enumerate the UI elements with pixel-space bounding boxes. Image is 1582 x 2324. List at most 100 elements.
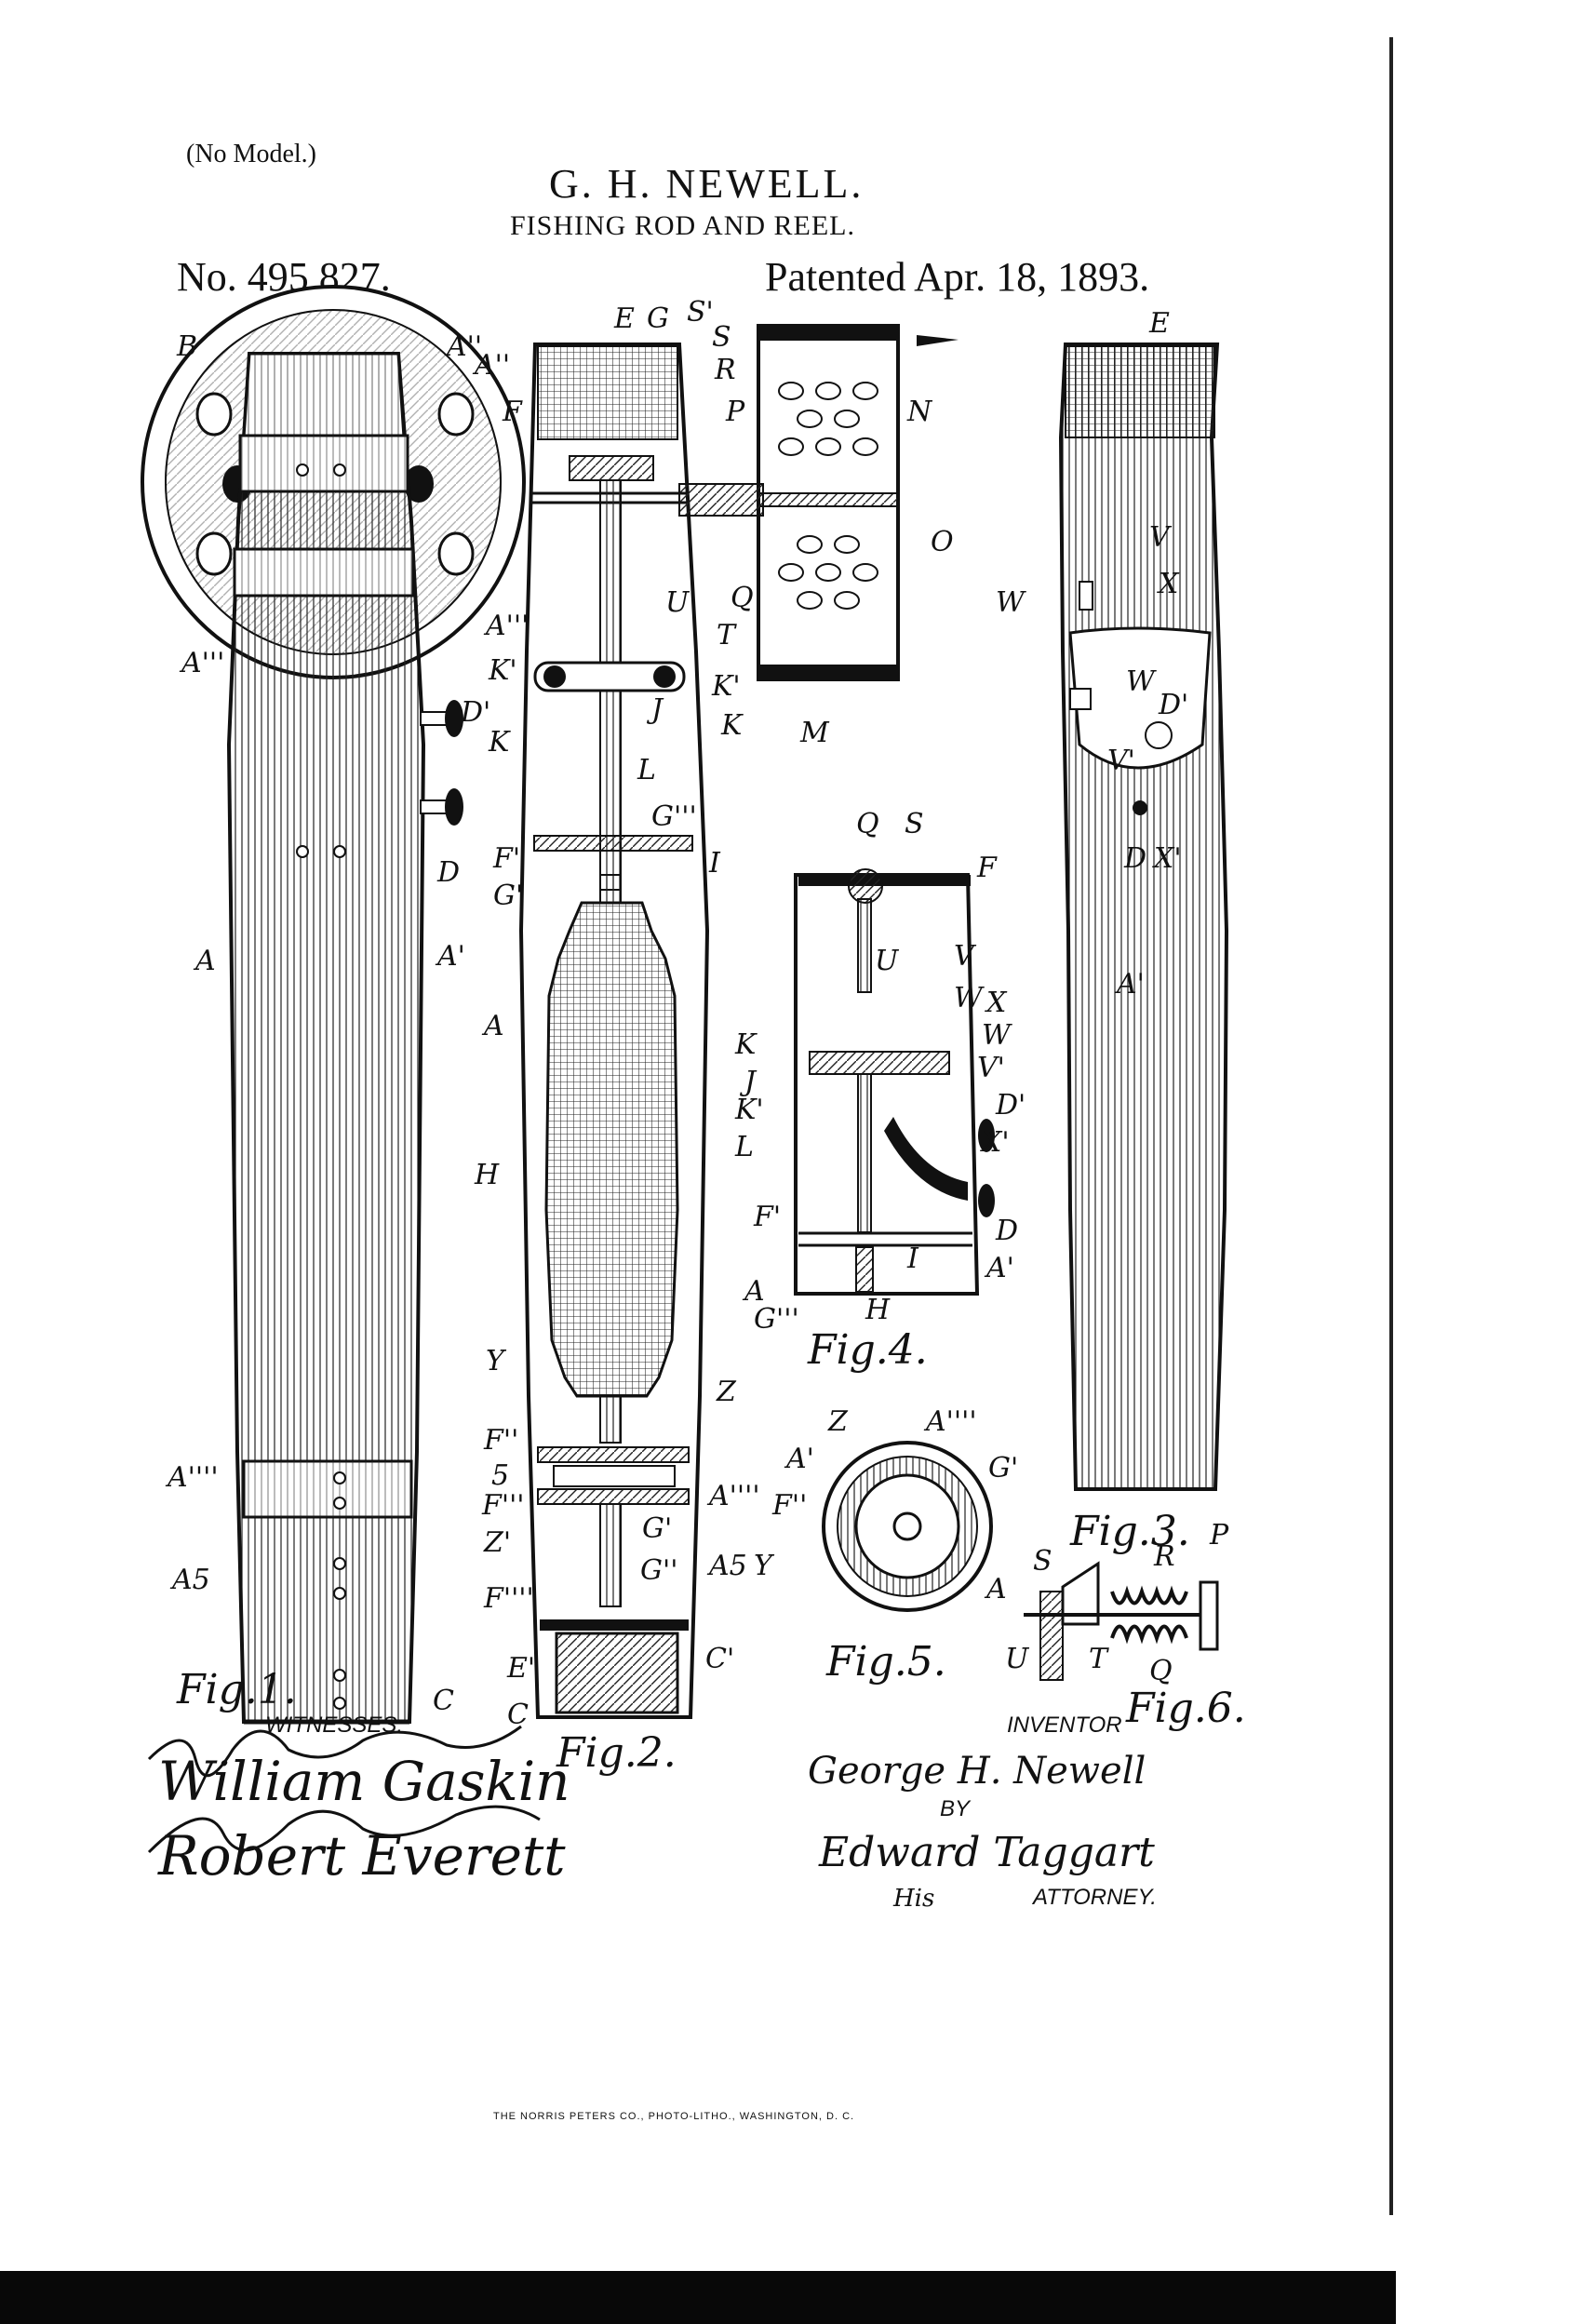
- figure-4-section: [794, 868, 995, 1296]
- ref-label: I: [709, 847, 720, 880]
- ref-label: C': [705, 1643, 735, 1675]
- ref-label: J: [651, 693, 664, 726]
- ref-label: E: [1149, 307, 1170, 340]
- ref-label: X: [986, 987, 1007, 1019]
- ref-label: E': [507, 1652, 536, 1685]
- ref-label: F''': [482, 1489, 525, 1522]
- ref-label: U: [1005, 1643, 1029, 1675]
- ref-label: K: [721, 709, 743, 742]
- ref-label: D': [461, 696, 491, 729]
- attorney-signature: Edward Taggart: [819, 1829, 1155, 1876]
- ref-label: F': [754, 1201, 782, 1233]
- ref-label: K: [489, 726, 510, 759]
- witness-signature-2: Robert Everett: [158, 1824, 566, 1887]
- ref-label: O: [931, 526, 954, 558]
- ref-label: H: [865, 1294, 891, 1326]
- ref-label: K': [712, 670, 741, 703]
- ref-label: A'''': [168, 1461, 219, 1494]
- ref-label: A''': [486, 610, 530, 642]
- scan-bottom-edge: [0, 2271, 1396, 2324]
- ref-label: I: [907, 1243, 918, 1275]
- ref-label: U: [875, 945, 899, 977]
- ref-label: H: [475, 1159, 500, 1191]
- ref-label: K: [735, 1028, 757, 1061]
- ref-label: F: [503, 396, 522, 428]
- ref-label: A'': [475, 349, 511, 382]
- ref-label: A''': [181, 647, 225, 679]
- ref-label: W: [982, 1019, 1011, 1052]
- figure-5-cross-section: [822, 1441, 993, 1612]
- ref-label: A': [1117, 968, 1145, 1001]
- ref-label: S: [712, 321, 731, 354]
- ref-label: G''': [754, 1303, 799, 1336]
- ref-label: F: [977, 852, 997, 884]
- ref-label: P: [1210, 1519, 1229, 1552]
- ref-label: Z': [484, 1526, 512, 1559]
- ref-label: A5: [709, 1550, 747, 1582]
- ref-label: J: [744, 1066, 757, 1098]
- page-edge-line: [1389, 37, 1393, 2215]
- ref-label: F'': [772, 1489, 808, 1522]
- figure-1-rod-exterior: [141, 285, 526, 1725]
- ref-label: B: [177, 330, 198, 363]
- ref-label: C: [507, 1699, 529, 1731]
- figure-2-rod-section: [518, 343, 710, 1719]
- witness-signature-1: William Gaskin: [158, 1750, 570, 1813]
- ref-label: D: [1124, 842, 1147, 875]
- figure-6-detail: [1024, 1561, 1219, 1681]
- ref-label: G'': [640, 1554, 678, 1587]
- ref-label: A': [437, 940, 465, 973]
- ref-label: D': [1159, 689, 1189, 721]
- ref-label: W: [1126, 665, 1155, 698]
- ref-label: A': [986, 1252, 1014, 1284]
- ref-label: R: [715, 354, 736, 386]
- ref-label: A'''': [926, 1405, 977, 1438]
- reel-cage: [678, 324, 959, 681]
- witnesses-label: WITNESSES:: [265, 1713, 404, 1738]
- ref-label: R: [1154, 1540, 1175, 1573]
- figure-1-label: Fig.1.: [177, 1666, 297, 1713]
- ref-label: D: [437, 856, 461, 889]
- inventor-signature: George H. Newell: [808, 1750, 1146, 1793]
- ref-label: V': [1107, 745, 1135, 777]
- ref-label: V: [954, 940, 974, 973]
- ref-label: F'''': [484, 1582, 534, 1615]
- ref-label: A: [986, 1573, 1007, 1605]
- ref-label: A: [484, 1010, 504, 1042]
- ref-label: P: [726, 396, 745, 428]
- figure-6-label: Fig.6.: [1126, 1685, 1246, 1732]
- ref-label: T: [717, 619, 736, 652]
- figure-3-label: Fig.3.: [1070, 1508, 1190, 1555]
- patent-title: FISHING ROD AND REEL.: [510, 210, 856, 241]
- ref-label: S': [687, 296, 714, 329]
- ref-label: S: [905, 808, 924, 840]
- ref-label: F': [493, 842, 521, 875]
- ref-label: W: [954, 982, 983, 1014]
- ref-label: A5: [172, 1564, 210, 1596]
- ref-label: E: [614, 302, 635, 335]
- figure-2-label: Fig.2.: [556, 1729, 677, 1777]
- ref-label: Y: [486, 1345, 504, 1377]
- ref-label: N: [907, 396, 932, 428]
- ref-label: L: [637, 754, 656, 786]
- by-label: BY: [940, 1796, 971, 1821]
- ref-label: X: [1159, 568, 1179, 600]
- ref-label: V: [1149, 521, 1170, 554]
- ref-label: Z: [717, 1376, 736, 1408]
- ref-label: Q: [856, 808, 879, 840]
- ref-label: A'''': [709, 1480, 760, 1512]
- ref-label: G: [647, 302, 669, 335]
- ref-label: G': [988, 1452, 1019, 1484]
- ref-label: D: [996, 1215, 1019, 1247]
- ref-label: G': [493, 880, 524, 912]
- ref-label: A: [744, 1275, 765, 1308]
- ref-label: C: [433, 1685, 454, 1717]
- ref-label: G''': [651, 800, 697, 833]
- ref-label: U: [665, 586, 690, 619]
- ref-label: S: [1033, 1545, 1052, 1578]
- attorney-label: ATTORNEY.: [1033, 1885, 1157, 1910]
- ref-label: 5: [491, 1459, 510, 1492]
- ref-label: V': [977, 1052, 1005, 1084]
- witness-signature-strokes: [147, 1725, 541, 1854]
